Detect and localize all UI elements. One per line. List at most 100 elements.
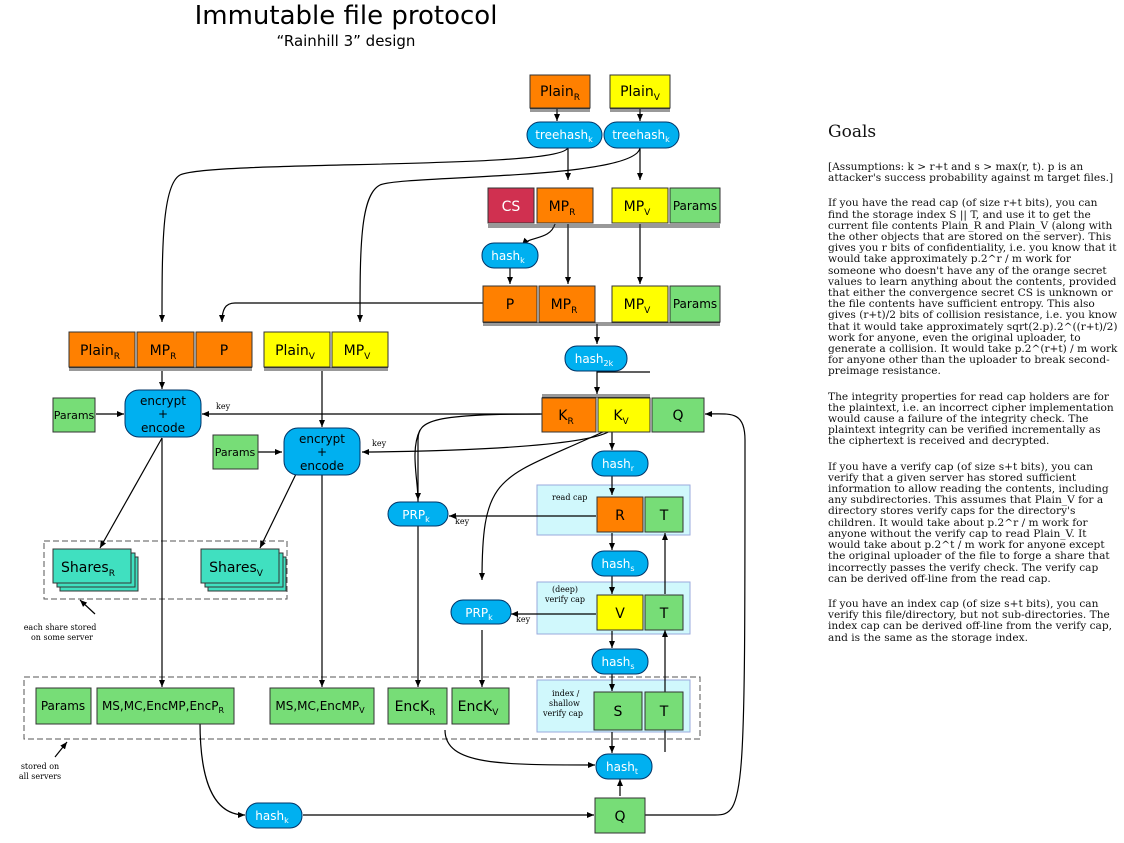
hash-k-op-2: hashk [245, 802, 303, 829]
svg-text:hashk: hashk [255, 809, 289, 825]
hash-r-op: hashr [591, 450, 649, 477]
goals-panel: Goals [Assumptions: k > r+t and s > max(… [818, 122, 1118, 658]
p-box-2: P [482, 285, 538, 323]
plain-r-top: PlainR [529, 74, 591, 109]
svg-text:V: V [615, 606, 625, 622]
svg-text:hash2k: hash2k [575, 352, 614, 368]
mp-v-box-2: MPV [611, 285, 669, 323]
goals-verify-cap: If you have a verify cap (of size s+t bi… [828, 460, 1110, 585]
t-verify-box: T [644, 594, 684, 631]
svg-text:SharesR: SharesR [61, 560, 115, 579]
svg-text:hashs: hashs [602, 655, 635, 671]
svg-text:MS,MC,EncMPV: MS,MC,EncMPV [275, 699, 365, 715]
treehash-v-op: treehashk [603, 121, 680, 149]
svg-text:MPR: MPR [549, 199, 576, 218]
svg-text:EncKV: EncKV [458, 699, 500, 718]
svg-text:T: T [659, 606, 669, 622]
k-r-box: KR [541, 397, 597, 433]
shares-r-stack: SharesR [52, 548, 139, 592]
svg-text:P: P [506, 297, 514, 313]
mp-v-box-1: MPV [611, 187, 669, 224]
prp-v-op: PRPk [450, 599, 512, 625]
cs-box: CS [487, 187, 535, 224]
row-underlines [69, 108, 720, 398]
svg-text:S: S [614, 704, 623, 720]
svg-text:PRPk: PRPk [465, 606, 493, 622]
svg-text:CS: CS [502, 199, 521, 215]
share-stored-label-1: each share stored [24, 623, 97, 632]
svg-text:encrypt: encrypt [299, 432, 345, 446]
index-cap-label-2: shallow [549, 699, 580, 708]
params-enc-r: Params [52, 397, 96, 433]
svg-text:T: T [659, 508, 669, 524]
svg-text:R: R [615, 508, 625, 524]
svg-text:SharesV: SharesV [209, 560, 264, 579]
encrypt-encode-r-op: encrypt + encode [124, 389, 202, 438]
plain-v-top: PlainV [609, 74, 671, 109]
svg-text:hashs: hashs [602, 557, 635, 573]
page-subtitle: “Rainhill 3” design [277, 32, 416, 50]
params-enc-v: Params [212, 434, 259, 470]
svg-text:MS,MC,EncMP,EncPR: MS,MC,EncMP,EncPR [102, 699, 225, 715]
ms-mc-encmp-v: MS,MC,EncMPV [269, 687, 375, 725]
svg-text:EncKR: EncKR [395, 699, 436, 718]
plain-r-left: PlainR [68, 331, 136, 368]
treehash-r-op: treehashk [526, 121, 603, 149]
read-cap-label: read cap [552, 493, 587, 502]
mp-v-left: MPV [331, 331, 389, 368]
svg-text:P: P [220, 343, 228, 359]
svg-text:hasht: hasht [606, 760, 638, 776]
svg-text:encrypt: encrypt [140, 394, 186, 408]
hash-k-op-1: hashk [481, 242, 539, 269]
stored-all-label-2: all servers [19, 772, 61, 781]
svg-text:+: + [317, 445, 327, 459]
goals-assumptions: [Assumptions: k > r+t and s > max(r, t).… [828, 161, 1114, 185]
svg-text:Params: Params [673, 297, 717, 311]
k-v-box: KV [597, 397, 651, 433]
enck-v-box: EncKV [451, 687, 510, 725]
svg-text:PlainR: PlainR [80, 343, 120, 362]
t-read-box: T [644, 496, 684, 533]
params-box-1: Params [669, 187, 721, 224]
svg-text:KR: KR [558, 408, 573, 427]
q-top-box: Q [651, 397, 705, 433]
svg-text:MPV: MPV [344, 343, 372, 362]
goals-read-cap: If you have the read cap (of size r+t bi… [828, 197, 1118, 378]
svg-text:Q: Q [672, 408, 683, 424]
plain-v-left: PlainV [263, 331, 331, 368]
ms-mc-encmp-encp-r: MS,MC,EncMP,EncPR [96, 687, 235, 725]
index-cap-label-3: verify cap [542, 709, 583, 718]
s-box: S [593, 691, 643, 731]
share-stored-label-2: on some server [31, 633, 93, 642]
hash-2k-op: hash2k [564, 345, 628, 372]
v-box: V [596, 594, 644, 631]
t-index-box: T [644, 691, 684, 731]
r-box: R [596, 496, 644, 533]
svg-text:Params: Params [673, 199, 717, 213]
svg-text:T: T [659, 704, 669, 720]
goals-index-cap: If you have an index cap (of size s+t bi… [828, 597, 1112, 644]
svg-text:KV: KV [613, 408, 629, 427]
encrypt-encode-v-op: encrypt + encode [283, 427, 361, 476]
svg-text:Params: Params [215, 446, 256, 459]
svg-text:MPR: MPR [150, 343, 177, 362]
svg-text:MPV: MPV [624, 297, 652, 316]
prp-r-op: PRPk [387, 501, 449, 527]
svg-text:PlainR: PlainR [540, 84, 580, 103]
verify-cap-label-2: verify cap [544, 595, 585, 604]
enck-r-box: EncKR [387, 687, 448, 725]
goals-heading: Goals [828, 122, 877, 142]
svg-text:MPR: MPR [551, 297, 578, 316]
goals-integrity: The integrity properties for read cap ho… [828, 390, 1114, 448]
svg-text:MPV: MPV [624, 199, 652, 218]
svg-text:+: + [158, 407, 168, 421]
shares-group [43, 540, 288, 600]
stored-all-label-1: stored on [21, 762, 59, 771]
svg-text:Q: Q [614, 809, 625, 825]
svg-text:encode: encode [141, 421, 185, 435]
svg-text:hashr: hashr [602, 457, 635, 473]
p-left: P [195, 331, 253, 368]
shares-v-stack: SharesV [200, 548, 287, 592]
svg-text:Params: Params [54, 409, 95, 422]
svg-text:PlainV: PlainV [620, 84, 661, 103]
